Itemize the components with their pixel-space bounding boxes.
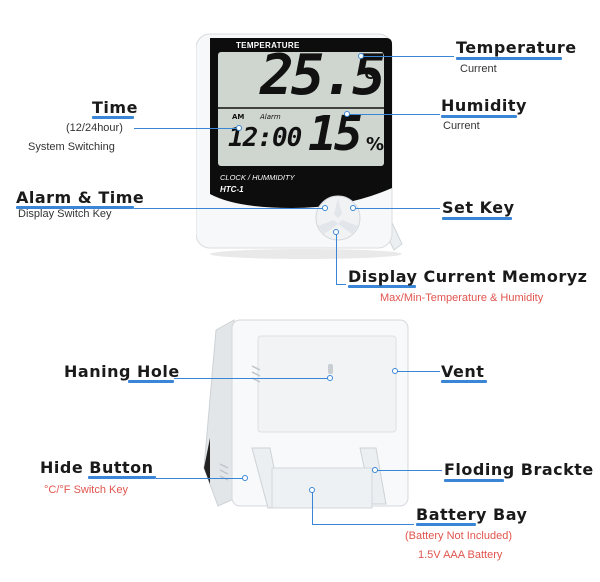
- humidity-subtitle: Current: [443, 120, 480, 132]
- front-device: TEMPERATURE 25.5 °C AM Alarm 12:00 15 % …: [195, 30, 416, 262]
- time-leader: [134, 128, 238, 129]
- hanging-hole-title: Haning Hole: [64, 362, 180, 381]
- temperature-leader: [362, 56, 454, 57]
- battery-bay-leader: [312, 524, 414, 525]
- vent-leader-dot: [392, 368, 398, 374]
- time-subtitle-1: (12/24hour): [66, 122, 123, 134]
- temperature-underline: [456, 57, 562, 60]
- set-key-underline: [442, 217, 512, 220]
- back-device: [196, 318, 414, 528]
- folding-bracket-leader: [376, 470, 442, 471]
- hide-button-leader-dot: [242, 475, 248, 481]
- battery-bay-title: Battery Bay: [416, 505, 528, 524]
- vent-leader: [396, 371, 440, 372]
- folding-bracket-title: Floding Brackte: [444, 460, 594, 479]
- time-subtitle-2: System Switching: [28, 141, 115, 153]
- temperature-reading: 25.5: [260, 43, 386, 108]
- battery-bay-underline: [416, 523, 476, 526]
- humidity-unit: %: [366, 134, 385, 155]
- memory-subtitle: Max/Min-Temperature & Humidity: [380, 292, 544, 304]
- hide-button-leader: [156, 478, 244, 479]
- folding-bracket-underline: [444, 479, 504, 482]
- battery-bay-subtitle-1: (Battery Not Included): [405, 530, 512, 542]
- alarm-subtitle: Display Switch Key: [18, 208, 112, 220]
- humidity-underline: [441, 115, 517, 118]
- alarm-leader-dot: [322, 205, 328, 211]
- time-title: Time: [92, 98, 138, 117]
- folding-bracket-leader-dot: [372, 467, 378, 473]
- hide-button-subtitle: °C/°F Switch Key: [44, 484, 128, 496]
- hanging-hole-leader: [174, 378, 330, 379]
- temperature-title: Temperature: [456, 38, 577, 57]
- battery-bay-leader-dot: [309, 487, 315, 493]
- temperature-subtitle: Current: [460, 63, 497, 75]
- memory-leader-dot: [333, 229, 339, 235]
- vent-title: Vent: [441, 362, 485, 381]
- humidity-leader-dot: [344, 111, 350, 117]
- alarm-leader: [134, 208, 324, 209]
- hide-button-title: Hide Button: [40, 458, 154, 477]
- am-indicator: AM: [232, 113, 245, 121]
- humidity-reading: 15: [308, 106, 363, 162]
- memory-title: Display Current Memoryz: [348, 267, 588, 286]
- memory-leader-vertical: [336, 232, 337, 284]
- device-footer-line1: CLOCK / HUMMIDITY: [220, 173, 295, 182]
- set-key-leader-dot: [350, 205, 356, 211]
- battery-bay-leader-vertical: [312, 490, 313, 524]
- battery-bay-subtitle-2: 1.5V AAA Battery: [418, 549, 503, 561]
- alarm-underline: [16, 206, 134, 209]
- hide-button-underline: [88, 476, 156, 479]
- alarm-indicator: Alarm: [260, 113, 281, 121]
- time-underline: [92, 116, 134, 119]
- set-key-title: Set Key: [442, 198, 515, 217]
- front-device-illustration: [195, 33, 403, 259]
- set-key-leader: [354, 208, 440, 209]
- temperature-leader-dot: [358, 53, 364, 59]
- humidity-leader: [348, 114, 440, 115]
- memory-leader: [336, 284, 346, 285]
- hanging-hole-underline: [128, 380, 174, 383]
- device-footer-line2: HTC-1: [220, 185, 244, 194]
- lcd-header: TEMPERATURE: [236, 41, 300, 50]
- hanging-hole-leader-dot: [327, 375, 333, 381]
- memory-underline: [348, 285, 416, 288]
- time-leader-dot: [236, 125, 242, 131]
- vent-underline: [441, 380, 487, 383]
- alarm-title: Alarm & Time: [16, 188, 145, 207]
- humidity-title: Humidity: [441, 96, 527, 115]
- back-device-illustration: [203, 319, 409, 509]
- temperature-unit: °C: [358, 68, 375, 83]
